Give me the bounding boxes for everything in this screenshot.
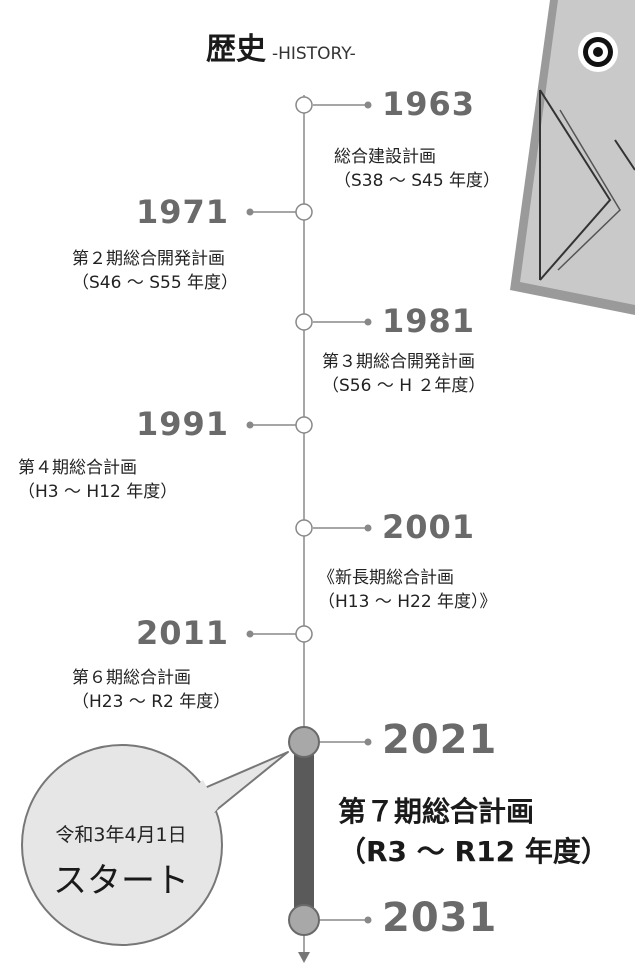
plan-name: 第３期総合開発計画 [322, 352, 475, 372]
year-label: 1963 [382, 85, 476, 123]
start-label: スタート [53, 861, 189, 901]
plan-label: 《新長期総合計画 （H13 ～ H22 年度）》 [318, 566, 497, 614]
title-main: 歴史 [206, 32, 266, 67]
plan-name: 第６期総合計画 [72, 668, 191, 688]
start-bubble [21, 744, 223, 946]
plan-label-current: 第７期総合計画 （R3 ～ R12 年度） [338, 792, 609, 872]
page-title: 歴史 -HISTORY- [206, 24, 356, 68]
node-1971 [295, 203, 313, 221]
plan-label: 第３期総合開発計画 （S56 ～ H ２年度） [322, 350, 485, 398]
node-2011 [295, 625, 313, 643]
plan-label: 総合建設計画 （S38 ～ S45 年度） [334, 145, 500, 193]
year-label-current: 2021 [382, 717, 498, 763]
year-label: 1971 [136, 193, 230, 231]
year-label: 2011 [136, 614, 230, 652]
node-2001 [295, 519, 313, 537]
plan-period: （H23 ～ R2 年度） [72, 692, 231, 712]
plan-label: 第６期総合計画 （H23 ～ R2 年度） [72, 666, 230, 714]
year-label: 2001 [382, 508, 476, 546]
plan-name: 《新長期総合計画 [318, 568, 454, 588]
current-plan-bar [294, 740, 314, 918]
node-2031 [288, 904, 320, 936]
book-cover-image [510, 0, 635, 315]
year-label: 1981 [382, 302, 476, 340]
plan-period: （H13 ～ H22 年度）》 [318, 592, 497, 612]
plan-period: （S46 ～ S55 年度） [72, 273, 239, 293]
plan-label: 第４期総合計画 （H3 ～ H12 年度） [18, 456, 177, 504]
plan-name: 第２期総合開発計画 [72, 249, 225, 269]
plan-period: （R3 ～ R12 年度） [338, 835, 609, 868]
plan-name: 第７期総合計画 [338, 795, 535, 828]
year-label: 1991 [136, 405, 230, 443]
timeline-arrow-icon [298, 952, 310, 963]
node-1991 [295, 416, 313, 434]
start-bubble-text: 令和3年4月1日 スタート [20, 820, 222, 902]
plan-name: 総合建設計画 [334, 147, 436, 167]
plan-label: 第２期総合開発計画 （S46 ～ S55 年度） [72, 247, 238, 295]
plan-period: （H3 ～ H12 年度） [18, 482, 178, 502]
plan-name: 第４期総合計画 [18, 458, 137, 478]
plan-period: （S56 ～ H ２年度） [322, 376, 486, 396]
node-1963 [295, 96, 313, 114]
title-sub: -HISTORY- [272, 44, 356, 64]
year-label-end: 2031 [382, 895, 498, 941]
plan-period: （S38 ～ S45 年度） [334, 171, 501, 191]
node-2021 [288, 726, 320, 758]
node-1981 [295, 313, 313, 331]
start-date: 令和3年4月1日 [55, 824, 187, 846]
